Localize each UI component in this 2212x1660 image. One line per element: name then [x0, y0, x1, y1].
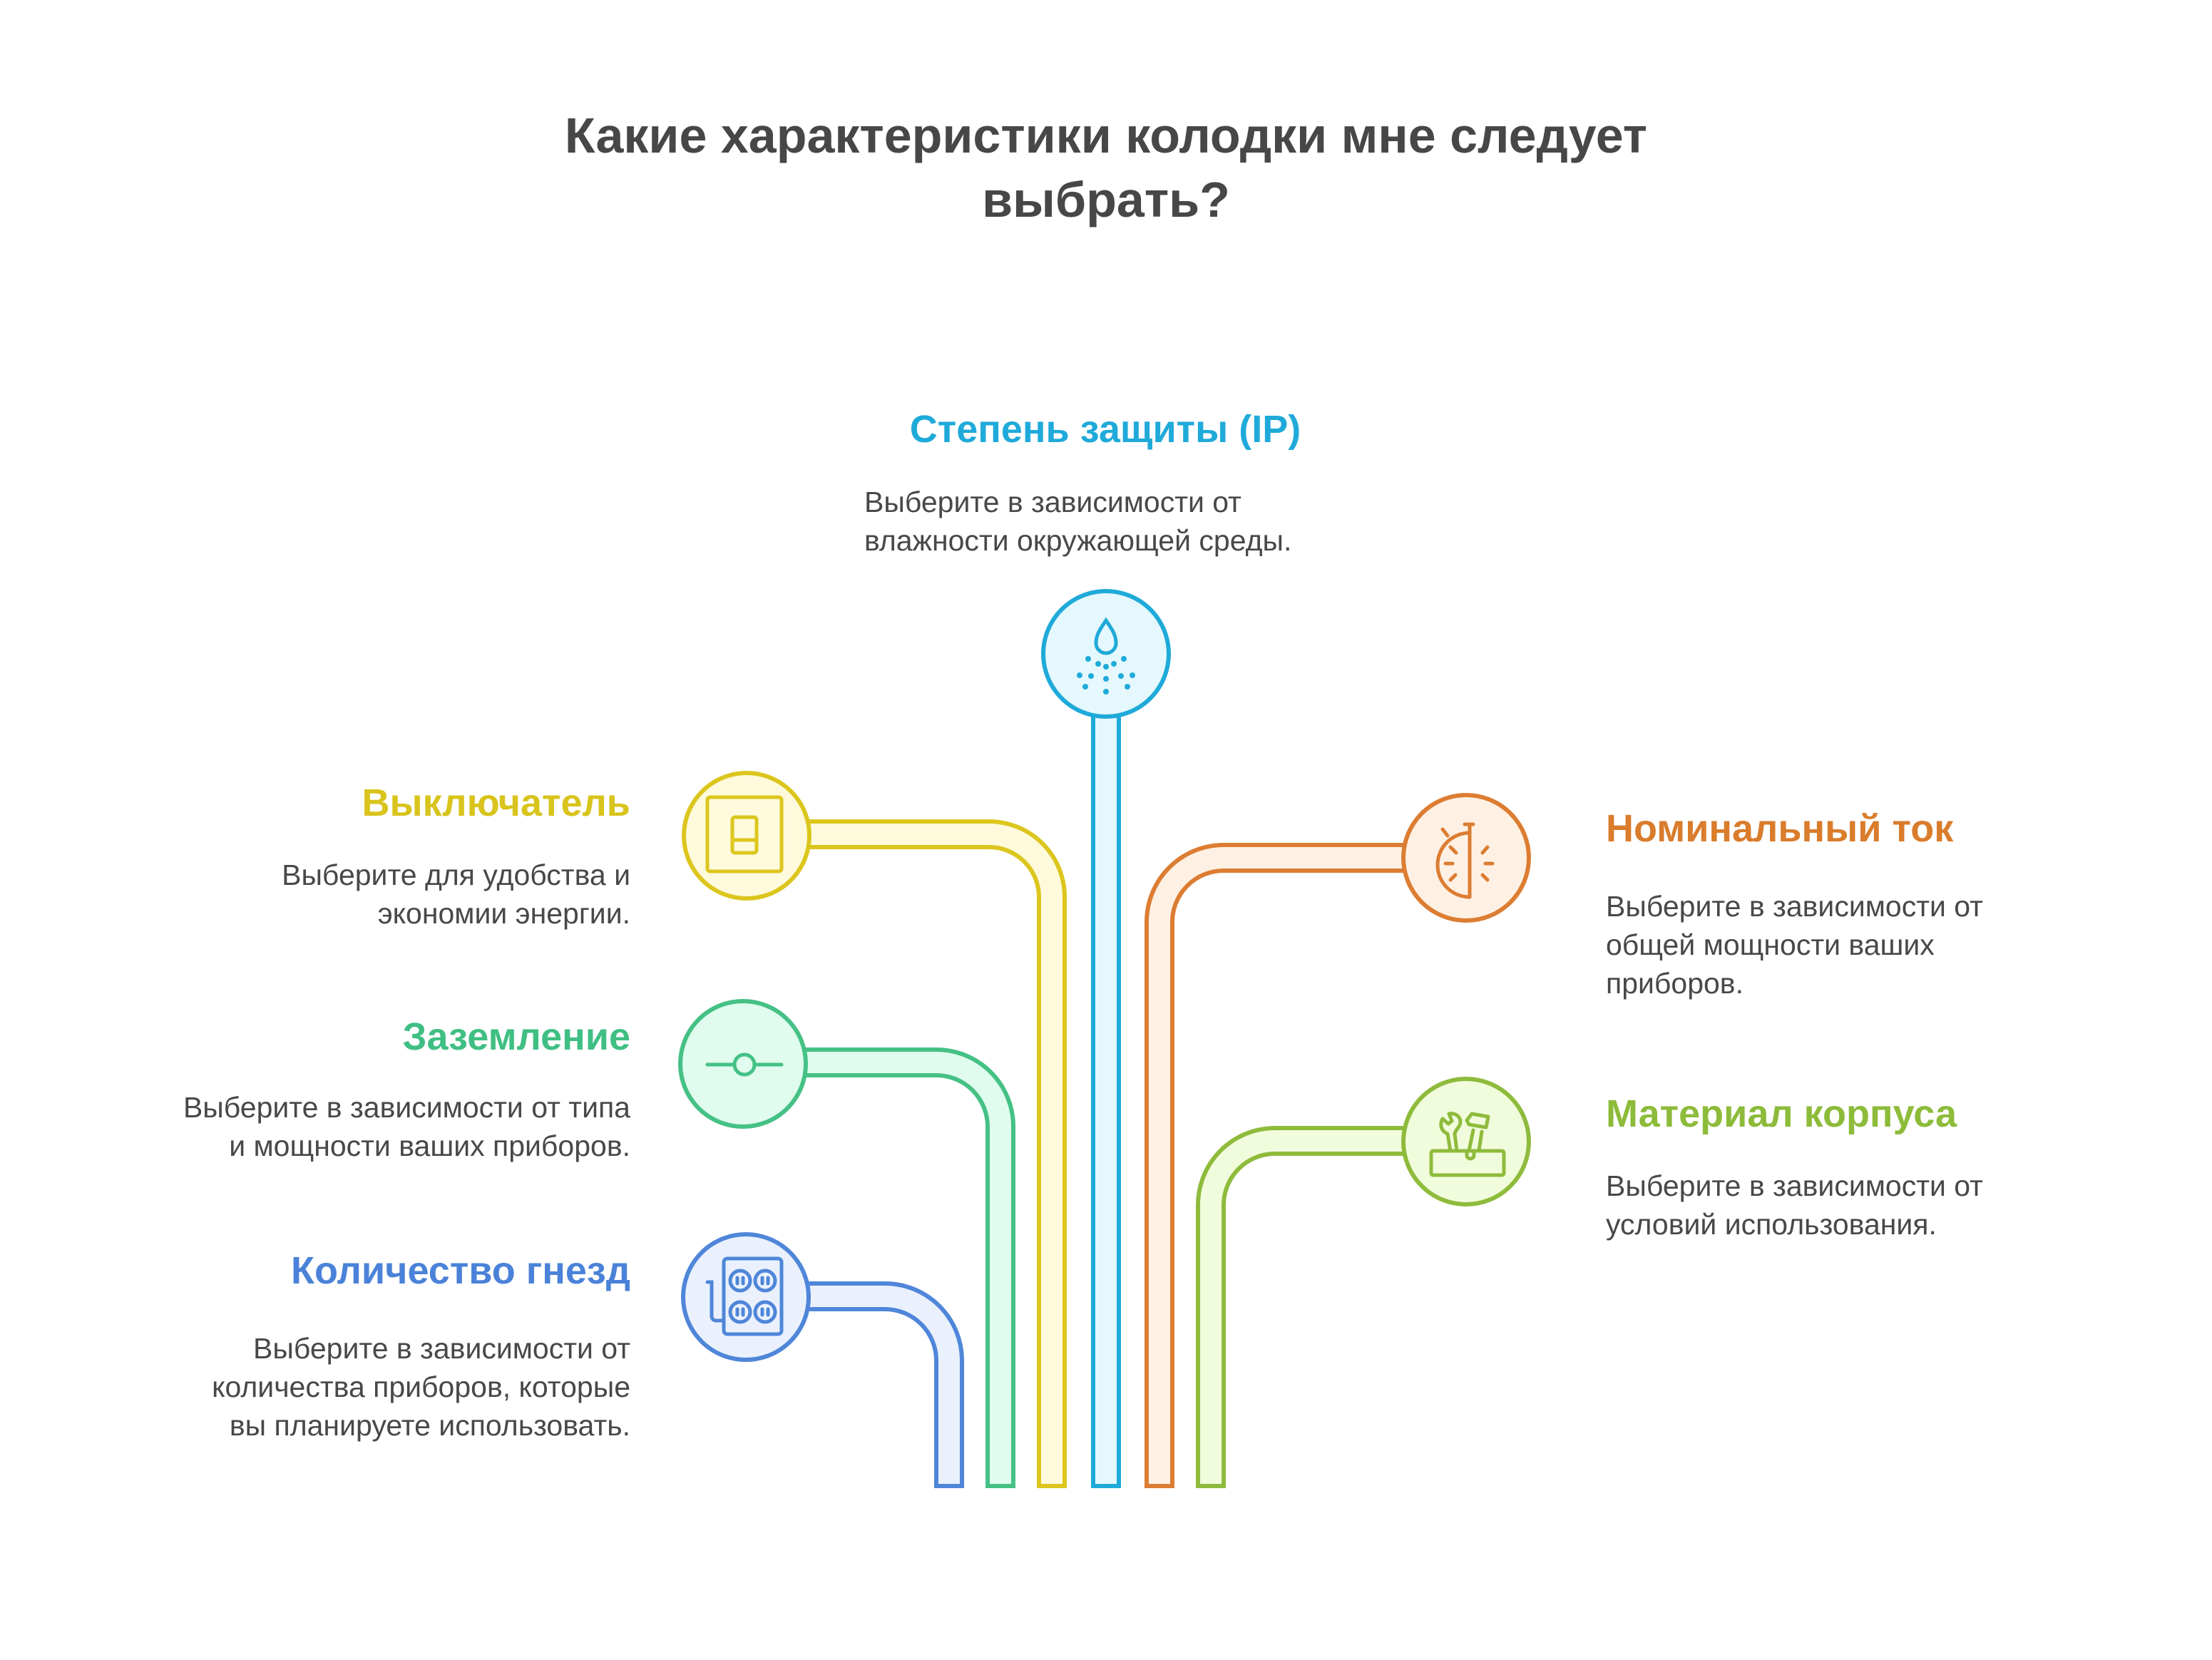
grounding-icon — [705, 1052, 784, 1077]
node-switch — [682, 771, 811, 901]
node-current — [1401, 793, 1531, 923]
desc-sockets: Выберите в зависимости от количества при… — [212, 1329, 630, 1445]
pipe-current — [1145, 843, 1406, 1488]
desc-line: приборов. — [1606, 967, 1744, 1000]
switch-icon — [705, 795, 784, 873]
title-line-2: выбрать? — [982, 172, 1230, 227]
desc-line: Выберите для удобства и — [282, 859, 630, 891]
desc-ip: Выберите в зависимости от влажности окру… — [864, 483, 1291, 560]
pipe-material — [1196, 1126, 1406, 1488]
desc-material: Выберите в зависимости от условий исполь… — [1606, 1167, 1983, 1244]
node-ground — [678, 999, 808, 1129]
desc-line: условий использования. — [1606, 1208, 1937, 1241]
desc-line: количества приборов, которые — [212, 1370, 630, 1403]
desc-ground: Выберите в зависимости от типа и мощност… — [183, 1088, 630, 1165]
heading-switch: Выключатель — [362, 782, 630, 824]
desc-switch: Выберите для удобства и экономии энергии… — [282, 856, 630, 933]
pipe-sockets — [804, 1281, 964, 1488]
desc-line: экономии энергии. — [377, 897, 630, 930]
node-ip — [1041, 589, 1171, 719]
node-sockets — [681, 1232, 811, 1362]
desc-current: Выберите в зависимости от общей мощности… — [1606, 887, 1983, 1003]
heading-material: Материал корпуса — [1606, 1092, 1957, 1135]
pipe-ground — [803, 1047, 1015, 1488]
page-title: Какие характеристики колодки мне следует… — [0, 103, 2212, 232]
desc-line: Выберите в зависимости от типа — [183, 1091, 630, 1124]
desc-line: влажности окружающей среды. — [864, 524, 1292, 557]
tools-icon — [1429, 1112, 1506, 1177]
heading-sockets: Количество гнезд — [291, 1249, 630, 1292]
desc-line: общей мощности ваших — [1606, 928, 1935, 961]
title-line-1: Какие характеристики колодки мне следует — [564, 108, 1648, 163]
heading-ground: Заземление — [402, 1015, 630, 1058]
desc-line: и мощности ваших приборов. — [229, 1129, 630, 1162]
power-strip-icon — [705, 1256, 784, 1336]
desc-line: вы планируете использовать. — [229, 1409, 630, 1442]
desc-line: Выберите в зависимости от — [1606, 1169, 1983, 1202]
heading-current: Номинальный ток — [1606, 807, 1954, 850]
desc-line: Выберите в зависимости от — [253, 1332, 630, 1365]
stopwatch-icon — [1435, 822, 1495, 899]
desc-line: Выберите в зависимости от — [1606, 890, 1983, 923]
node-material — [1401, 1077, 1531, 1206]
water-spray-icon — [1077, 617, 1135, 695]
pipe-switch — [806, 819, 1067, 1488]
desc-line: Выберите в зависимости от — [864, 486, 1241, 518]
heading-ip: Степень защиты (IP) — [909, 408, 1301, 451]
